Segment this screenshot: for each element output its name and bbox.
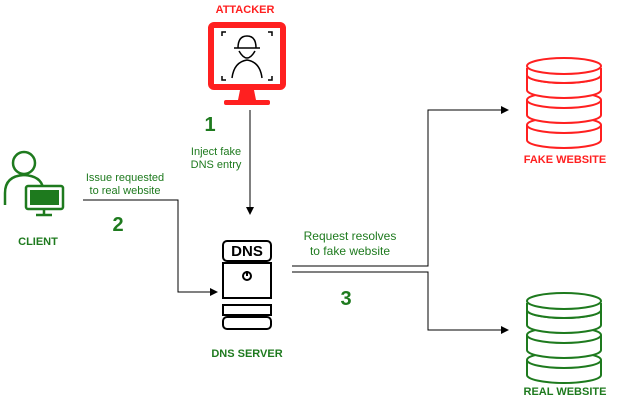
step-2-number: 2	[112, 214, 124, 236]
dns-box-text: DNS	[231, 243, 263, 260]
step-2-text-line-2: to real website	[89, 185, 161, 197]
client-icon	[3, 150, 65, 217]
step-3-text-line-1: Request resolves	[303, 229, 397, 243]
step-2-text-line-1: Issue requested	[85, 172, 165, 184]
real-website-database-icon	[526, 292, 602, 384]
arrow-to-real	[292, 271, 509, 334]
fake-website-label: FAKE WEBSITE	[523, 154, 607, 166]
dns-server-label: DNS SERVER	[211, 348, 283, 360]
step-1-number: 1	[204, 114, 216, 136]
attacker-monitor-icon	[208, 22, 286, 105]
fake-website-database-icon	[526, 57, 602, 149]
client-label: CLIENT	[18, 236, 58, 248]
dns-server-icon	[222, 240, 272, 330]
step-1-text-line-1: Inject fake	[190, 146, 242, 158]
real-website-label: REAL WEBSITE	[523, 386, 607, 398]
step-1-text-line-2: DNS entry	[190, 159, 242, 171]
step-3-number: 3	[340, 288, 352, 310]
arrow-client-request	[83, 199, 218, 296]
attacker-label: ATTACKER	[215, 4, 275, 16]
step-3-text-line-2: to fake website	[309, 244, 391, 258]
arrow-to-fake	[292, 106, 509, 267]
